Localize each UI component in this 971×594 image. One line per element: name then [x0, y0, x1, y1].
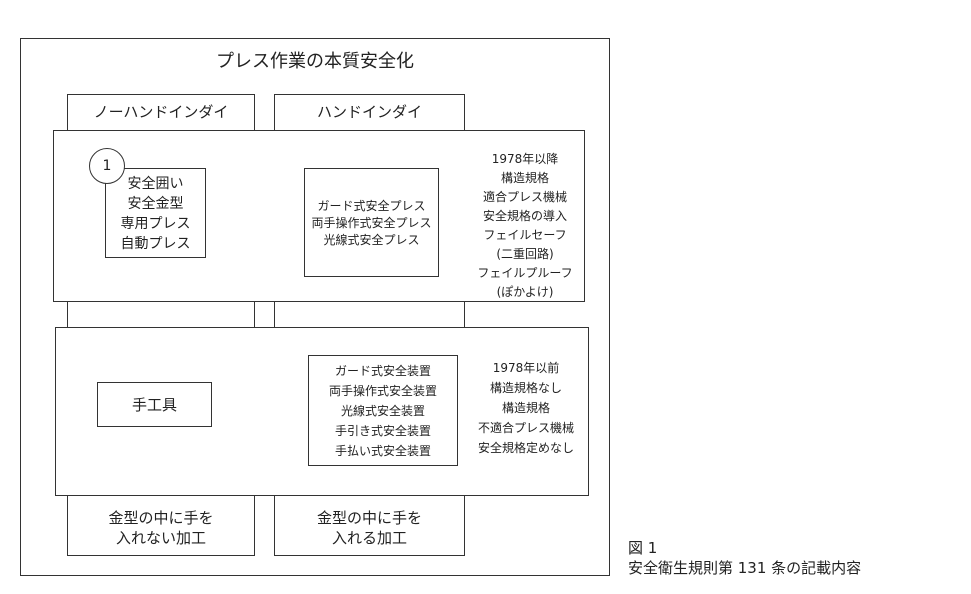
- text-line: 手工具: [131, 396, 177, 414]
- text-line: 光線式安全装置: [340, 403, 425, 418]
- lower-box-safety-devices: ガード式安全装置 両手操作式安全装置 光線式安全装置 手引き式安全装置 手払い式…: [308, 355, 458, 466]
- bottom-label-no-hand: 金型の中に手を 入れない加工: [67, 508, 255, 549]
- text-line: 光線式安全プレス: [323, 233, 420, 247]
- text-line: 手払い式安全装置: [334, 443, 431, 458]
- text-line: 手引き式安全装置: [334, 423, 431, 438]
- text-line: 適合プレス機械: [482, 190, 567, 204]
- column-label-no-hand: ノーハンドインダイ: [93, 103, 229, 121]
- column-label-hand: ハンドインダイ: [316, 103, 422, 121]
- text-line: 入れる加工: [331, 529, 407, 548]
- circle-marker: 1: [89, 148, 125, 184]
- caption-text: 安全衛生規則第 131 条の記載内容: [628, 559, 862, 577]
- upper-box-hand: ガード式安全プレス 両手操作式安全プレス 光線式安全プレス: [304, 168, 439, 277]
- text-line: ガード式安全プレス: [317, 199, 426, 213]
- bottom-label-hand: 金型の中に手を 入れる加工: [274, 508, 465, 549]
- text-line: (二重回路): [496, 247, 554, 261]
- text-line: 両手操作式安全装置: [328, 383, 437, 398]
- figure-number: 図 1: [628, 539, 658, 557]
- text-line: フェイルプルーフ: [477, 266, 573, 280]
- text-line: 金型の中に手を: [316, 509, 422, 527]
- circle-number: 1: [102, 158, 112, 174]
- text-line: (ぽかよけ): [496, 285, 554, 299]
- lower-box-hand-tools: 手工具: [97, 382, 212, 427]
- text-line: 金型の中に手を: [108, 509, 214, 527]
- text-line: 1978年以降: [491, 152, 559, 166]
- text-line: 自動プレス: [120, 236, 191, 252]
- text-line: 構造規格なし: [489, 381, 562, 395]
- text-line: 1978年以前: [492, 361, 560, 375]
- text-line: 不適合プレス機械: [477, 421, 574, 435]
- text-line: 安全規格定めなし: [477, 441, 574, 455]
- figure-caption: 図 1 安全衛生規則第 131 条の記載内容: [628, 538, 861, 578]
- text-line: ガード式安全装置: [334, 363, 431, 378]
- upper-note: 1978年以降 構造規格 適合プレス機械 安全規格の導入 フェイルセーフ (二重…: [468, 150, 582, 302]
- text-line: 安全金型: [127, 196, 184, 212]
- lower-note: 1978年以前 構造規格なし 構造規格 不適合プレス機械 安全規格定めなし: [466, 358, 586, 458]
- text-line: 安全囲い: [127, 176, 184, 192]
- text-line: 専用プレス: [120, 216, 191, 232]
- text-line: 構造規格: [501, 401, 550, 415]
- text-line: 入れない加工: [115, 529, 206, 548]
- text-line: 構造規格: [500, 171, 549, 185]
- text-line: 安全規格の導入: [482, 209, 567, 223]
- text-line: 両手操作式安全プレス: [311, 216, 432, 230]
- upper-box-no-hand: 安全囲い 安全金型 専用プレス 自動プレス: [105, 168, 206, 258]
- text-line: フェイルセーフ: [483, 228, 567, 242]
- diagram-title: プレス作業の本質安全化: [216, 51, 414, 72]
